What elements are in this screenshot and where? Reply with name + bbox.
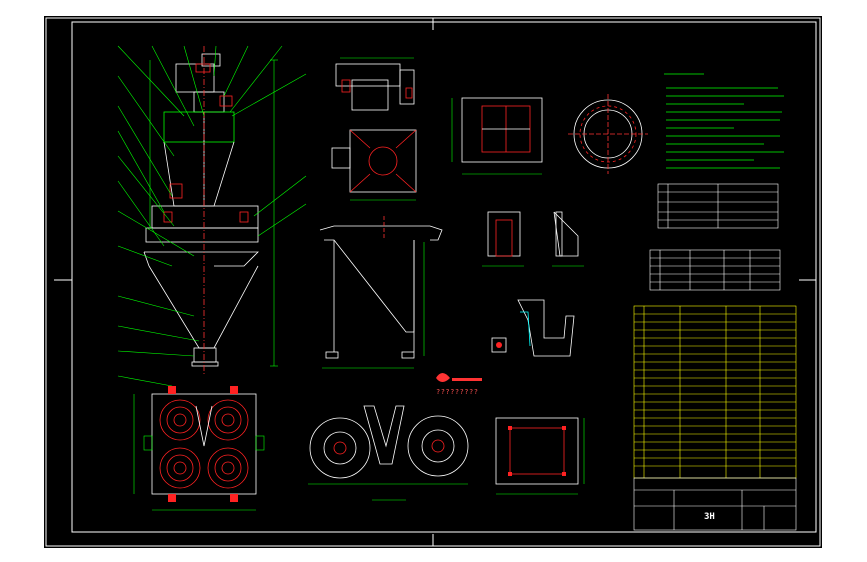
centering-marks	[54, 18, 816, 546]
spec-table	[649, 249, 781, 291]
hopper-section	[319, 216, 443, 369]
ring-flange-view	[568, 94, 648, 174]
watermark-caption: ?????????	[436, 388, 479, 396]
drawing-code: 3H	[704, 512, 715, 522]
volute-plan	[308, 405, 469, 501]
support-detail	[491, 299, 575, 357]
parameter-table	[657, 183, 779, 229]
technical-notes	[664, 73, 784, 169]
outlet-detail	[335, 57, 415, 111]
cyclone-elevation	[117, 45, 307, 387]
bracket-views	[482, 211, 584, 267]
cad-drawing	[45, 17, 821, 547]
cyclone-plan-view	[133, 386, 265, 511]
title-block	[633, 477, 797, 531]
parts-list	[633, 305, 797, 479]
drawing-sheet: ????????? 3H	[44, 16, 822, 548]
square-flange-view	[495, 417, 585, 495]
logo-mark-icon	[436, 373, 482, 382]
flange-square-view	[331, 129, 417, 201]
inner-frame	[71, 21, 817, 533]
inlet-flange-view	[451, 97, 543, 175]
